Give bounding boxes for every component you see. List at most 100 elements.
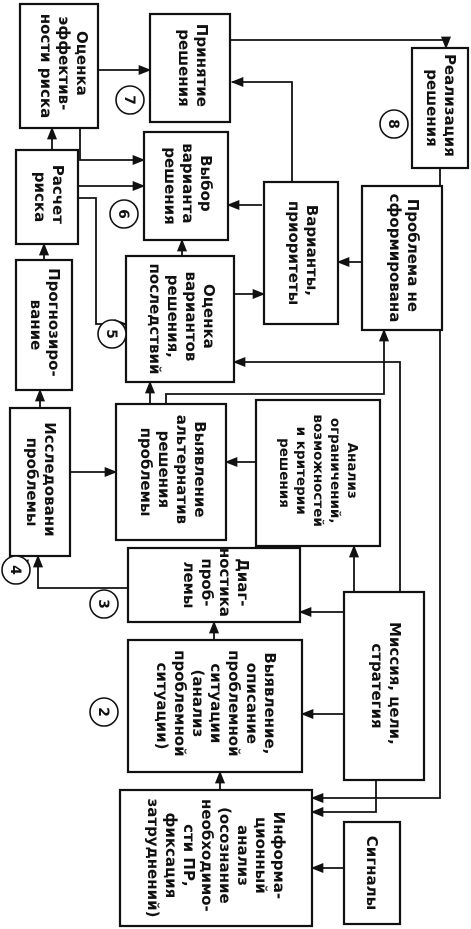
arrow-mission-to-evaluate xyxy=(232,356,401,640)
forecast-line-2: вание xyxy=(27,300,45,351)
calc-line-2: риска xyxy=(31,172,49,222)
problem-line-2: сформирована xyxy=(386,194,404,323)
constraints-line-2: ограничений, xyxy=(327,418,343,524)
ident-line-6: проблемной xyxy=(171,650,189,756)
box-decision-making: Принятие решения xyxy=(148,12,232,124)
box-info-analysis: Информа- ционный анализ (осознание необх… xyxy=(118,788,314,928)
box-constraints: Анализ ограничений, возможностей и крите… xyxy=(254,398,382,548)
choose-line-3: решения xyxy=(161,147,179,225)
box-diagnostics: Диаг- ностика проб- лемы xyxy=(126,546,302,624)
box-risk-calc: Расчет риска xyxy=(14,148,80,246)
constraints-line-1: Анализ xyxy=(344,443,360,499)
svg-text:Варианты, приоритеты: Варианты, приоритеты xyxy=(285,201,321,305)
step-number-3: 3 xyxy=(89,589,119,619)
impl-line-1: Реализация xyxy=(441,54,459,157)
step-number-8: 8 xyxy=(379,109,409,139)
step-number-6: 6 xyxy=(109,199,139,229)
alt-line-1: Выявление xyxy=(191,421,209,517)
variants-line-2: приоритеты xyxy=(285,201,303,305)
svg-text:Выявление, описание: Выявление, описание проблемной ситуации … xyxy=(153,650,279,762)
svg-text:Диаг- ностика проб: Диаг- ностика проб- лемы xyxy=(180,548,252,622)
arrow-diag-to-research xyxy=(32,554,128,589)
evaluate-line-2: вариантов xyxy=(182,271,200,361)
box-variants-priorities: Варианты, приоритеты xyxy=(262,180,340,326)
calc-line-1: Расчет xyxy=(49,165,67,224)
svg-text:Проблема не сформирована: Проблема не сформирована xyxy=(386,194,422,323)
svg-text:Информа- ционный а: Информа- ционный анализ (осознание необх… xyxy=(144,799,288,918)
step-6-label: 6 xyxy=(115,209,131,219)
constraints-line-5: решения xyxy=(276,438,292,508)
choose-line-1: Выбор xyxy=(197,155,215,212)
step-number-7: 7 xyxy=(115,85,145,115)
alt-line-4: проблемы xyxy=(137,428,155,517)
box-risk-effectiveness: Оценка эффектив- ности риска xyxy=(18,2,100,130)
svg-text:Выбор варианта реш: Выбор варианта решения xyxy=(161,143,215,228)
problem-line-1: Проблема не xyxy=(404,199,422,312)
box-identification: Выявление, описание проблемной ситуации … xyxy=(126,638,304,774)
ident-line-5: (анализ xyxy=(189,670,207,738)
variants-line-1: Варианты, xyxy=(303,205,321,296)
risk-eff-line-1: Оценка xyxy=(73,31,91,96)
box-signals: Сигналы xyxy=(342,820,402,926)
step-8-label: 8 xyxy=(385,119,401,129)
mission-line-1: Миссия, цели, xyxy=(386,622,404,745)
impl-line-2: решения xyxy=(423,69,441,147)
alt-line-2: альтернатив xyxy=(173,415,191,524)
info-line-5: необходимо- xyxy=(198,799,216,912)
info-line-3: анализ xyxy=(234,825,252,886)
evaluate-line-1: Оценка xyxy=(200,284,218,349)
arrow-decision-to-implementation xyxy=(228,36,452,50)
svg-text:Анализ ограничений,: Анализ ограничений, возможностей и крите… xyxy=(276,414,360,531)
research-line-1: Исследовани xyxy=(41,422,59,536)
choose-line-2: варианта xyxy=(179,143,197,223)
connectors xyxy=(18,36,452,874)
svg-text:Оценка эффектив- н: Оценка эффектив- ности риска xyxy=(37,14,91,118)
constraints-line-3: возможностей xyxy=(310,414,326,526)
decision-line-1: Принятие xyxy=(193,24,211,107)
ident-line-4: ситуации xyxy=(207,663,225,743)
info-line-8: затруднений) xyxy=(144,799,162,918)
step-4-label: 4 xyxy=(7,565,23,575)
constraints-line-4: и критерии xyxy=(293,427,309,515)
step-number-4: 4 xyxy=(1,555,31,585)
arrow-riskeff-to-choose xyxy=(79,128,146,166)
box-evaluate-variants: Оценка вариантов решения, последствий xyxy=(124,254,236,384)
svg-text:Оценка вариантов р: Оценка вариантов решения, последствий xyxy=(146,264,218,375)
box-forecasting: Прогнозиро- вание xyxy=(14,258,74,392)
info-line-7: фиксация xyxy=(162,812,180,898)
ident-line-2: описание xyxy=(243,663,261,744)
signals-line-1: Сигналы xyxy=(363,836,381,910)
svg-text:Прогнозиро- вание: Прогнозиро- вание xyxy=(27,268,63,382)
info-line-4: (осознание xyxy=(216,807,234,904)
arrow-mission-to-info xyxy=(310,780,377,818)
box-alternatives: Выявление альтернатив решения проблемы xyxy=(114,402,228,542)
svg-text:Расчет риска: Расчет риска xyxy=(31,165,67,229)
arrow-variants-to-decision xyxy=(230,76,293,182)
box-problem-not-formed: Проблема не сформирована xyxy=(360,184,444,332)
diag-line-2: ностика xyxy=(216,548,234,617)
mission-line-2: стратегия xyxy=(368,643,386,728)
decision-line-2: решения xyxy=(175,29,193,107)
evaluate-line-4: последствий xyxy=(146,264,164,375)
step-7-label: 7 xyxy=(121,95,137,105)
info-line-1: Информа- xyxy=(270,812,288,899)
svg-text:Выявление альтернатив: Выявление альтернатив решения проблемы xyxy=(137,415,209,530)
ident-line-1: Выявление, xyxy=(261,652,279,754)
svg-text:Реализация решения: Реализация решения xyxy=(423,54,459,162)
svg-text:Исследовани проблемы: Исследовани проблемы xyxy=(23,422,59,542)
research-line-2: проблемы xyxy=(23,438,41,527)
box-choose-variant: Выбор варианта решения xyxy=(142,130,230,242)
step-number-2: 2 xyxy=(89,697,119,727)
svg-text:Принятие решения: Принятие решения xyxy=(175,24,211,112)
arrow-implementation-to-info xyxy=(310,168,441,804)
step-3-label: 3 xyxy=(95,599,111,609)
step-2-label: 2 xyxy=(95,707,111,717)
diag-line-4: лемы xyxy=(180,562,198,609)
ident-line-7: ситуации) xyxy=(153,663,171,750)
info-line-6: сти ПР, xyxy=(180,824,198,887)
info-line-2: ционный xyxy=(252,817,270,894)
step-5-label: 5 xyxy=(103,329,119,339)
risk-eff-line-2: эффектив- xyxy=(55,16,73,110)
